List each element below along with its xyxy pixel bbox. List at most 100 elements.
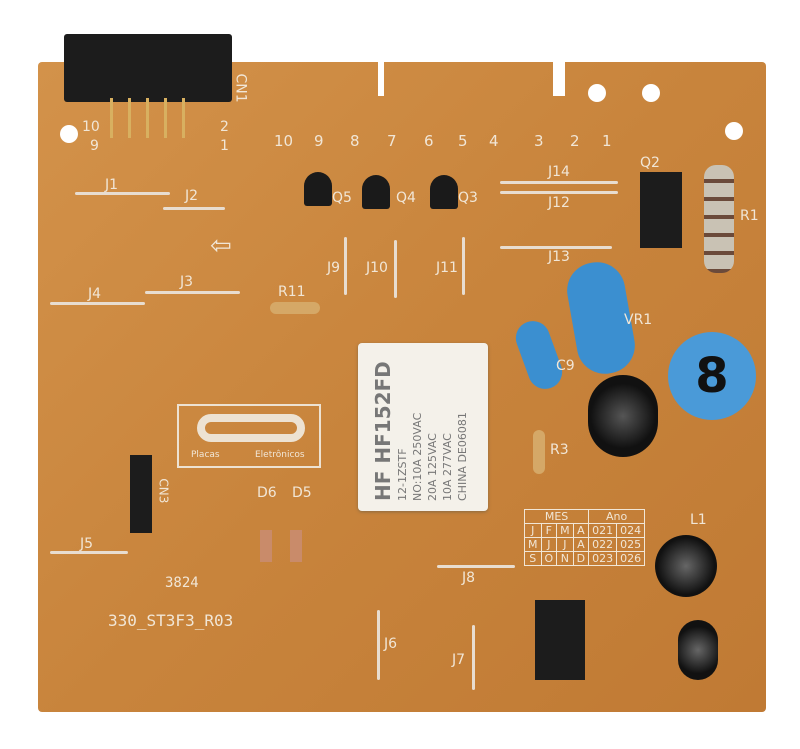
cn3-label: CN3 xyxy=(156,478,171,504)
pin-label: 9 xyxy=(90,138,99,154)
date-cell: F xyxy=(540,523,558,538)
j7-label: J7 xyxy=(452,652,466,668)
r3-label: R3 xyxy=(550,442,569,458)
j5-label: J5 xyxy=(80,536,94,552)
pin-number: 9 xyxy=(314,132,324,150)
jumper-wire xyxy=(163,207,225,210)
date-cell: 024 xyxy=(616,523,646,538)
q2-label: Q2 xyxy=(640,155,660,171)
board-slot xyxy=(378,56,384,96)
jumper-wire xyxy=(462,237,465,295)
pin-number: 4 xyxy=(489,132,499,150)
relay: HF HF152FD 12-1ZSTF NO:10A 250VAC 20A 12… xyxy=(358,343,488,511)
d5-label: D5 xyxy=(292,485,312,501)
jumper-wire xyxy=(75,192,170,195)
pin-number: 8 xyxy=(350,132,360,150)
mount-hole xyxy=(725,122,743,140)
pin-number: 10 xyxy=(274,132,294,150)
pin-number: 2 xyxy=(570,132,580,150)
j8-label: J8 xyxy=(462,570,476,586)
r11-label: R11 xyxy=(278,284,306,300)
date-cell: N xyxy=(556,551,574,566)
jumper-wire xyxy=(437,565,515,568)
pin-label: 10 xyxy=(82,119,100,135)
transistor-q5 xyxy=(304,172,332,206)
jumper-wire xyxy=(500,181,618,184)
year-header: Ano xyxy=(588,509,646,524)
pin-number: 1 xyxy=(602,132,612,150)
pin-number: 6 xyxy=(424,132,434,150)
board-code: 3824 xyxy=(165,575,199,591)
diode-d6 xyxy=(260,530,272,562)
mount-hole xyxy=(60,125,78,143)
cn1-label: CN1 xyxy=(232,73,249,103)
jumper-wire xyxy=(377,610,380,680)
resistor-r3 xyxy=(533,430,545,474)
jumper-wire xyxy=(500,191,618,194)
j2-label: J2 xyxy=(185,188,199,204)
jumper-wire xyxy=(472,625,475,690)
j11-label: J11 xyxy=(436,260,458,276)
mount-hole xyxy=(588,84,606,102)
diode-d5 xyxy=(290,530,302,562)
j4-label: J4 xyxy=(88,286,102,302)
voltage-regulator xyxy=(535,600,585,680)
electrolytic-capacitor xyxy=(588,375,658,457)
connector-pins xyxy=(102,98,194,138)
pin-label: 1 xyxy=(220,138,229,154)
date-cell: M xyxy=(556,523,574,538)
date-cell: 023 xyxy=(588,551,618,566)
date-cell: J xyxy=(540,537,558,552)
relay-model: HF152FD xyxy=(371,361,395,464)
j1-label: J1 xyxy=(105,177,119,193)
c9-label: C9 xyxy=(556,358,575,374)
q3-label: Q3 xyxy=(458,190,478,206)
date-cell: J xyxy=(524,523,542,538)
jumper-wire xyxy=(394,240,397,298)
resistor-r1 xyxy=(704,165,734,273)
pin-number: 5 xyxy=(458,132,468,150)
pin-header-cn3 xyxy=(130,455,152,533)
inductor-l1 xyxy=(655,535,717,597)
capacitor xyxy=(678,620,718,680)
transistor-q2 xyxy=(640,172,682,248)
d6-label: D6 xyxy=(257,485,277,501)
l1-label: L1 xyxy=(690,512,707,528)
date-cell: M xyxy=(524,537,542,552)
date-cell: O xyxy=(540,551,558,566)
date-cell: A xyxy=(572,537,590,552)
jumper-wire xyxy=(344,237,347,295)
logo-mark: CP xyxy=(197,414,305,442)
jumper-wire xyxy=(500,246,612,249)
arrow-left-icon: ⇦ xyxy=(210,231,232,261)
j13-label: J13 xyxy=(548,249,570,265)
jumper-wire xyxy=(145,291,240,294)
board-slot xyxy=(553,56,565,96)
resistor-r11 xyxy=(270,302,320,314)
pin-number: 3 xyxy=(534,132,544,150)
date-cell: 021 xyxy=(588,523,618,538)
date-cell: S xyxy=(524,551,542,566)
logo-text: Eletrônicos xyxy=(255,450,305,460)
j14-label: J14 xyxy=(548,164,570,180)
j3-label: J3 xyxy=(180,274,194,290)
q4-label: Q4 xyxy=(396,190,416,206)
pin-number: 7 xyxy=(387,132,397,150)
relay-rating: 10A 277VAC xyxy=(441,433,454,501)
relay-origin: CHINA xyxy=(456,466,469,501)
relay-variant: 12-1ZSTF xyxy=(396,448,409,501)
j9-label: J9 xyxy=(327,260,341,276)
r1-label: R1 xyxy=(740,208,759,224)
vr1-label: VR1 xyxy=(624,312,653,328)
date-cell: 026 xyxy=(616,551,646,566)
j10-label: J10 xyxy=(366,260,388,276)
date-cell: D xyxy=(572,551,590,566)
relay-lot: DE06081 xyxy=(456,412,469,463)
j6-label: J6 xyxy=(384,636,398,652)
relay-brand: HF xyxy=(371,470,395,501)
transistor-q4 xyxy=(362,175,390,209)
logo-text: Placas xyxy=(191,450,220,460)
month-header: MES xyxy=(523,509,590,524)
relay-rating: 20A 125VAC xyxy=(426,433,439,501)
